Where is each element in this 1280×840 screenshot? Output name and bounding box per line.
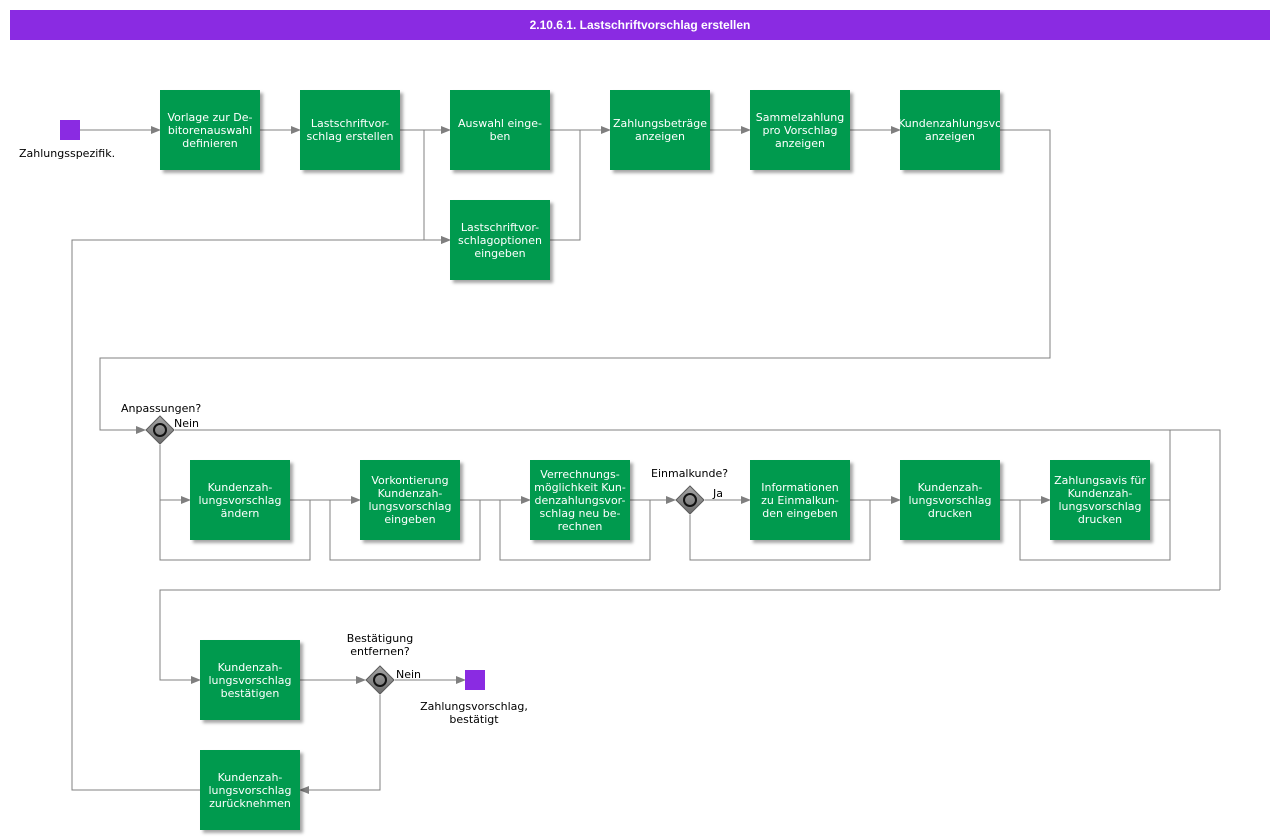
task-vorlage-definieren[interactable]: Vorlage zur De- bitorenauswahl definiere… <box>160 90 260 170</box>
conn-aendern-skip <box>329 500 481 561</box>
diagram-title-bar: 2.10.6.1. Lastschriftvorschlag erstellen <box>10 10 1270 40</box>
task-lastschriftvorschlag-erstellen[interactable]: Lastschriftvor- schlag erstellen <box>300 90 400 170</box>
task-kundenzahlungsvorschlag-bestaetigen[interactable]: Kundenzah- lungsvorschlag bestätigen <box>200 640 300 720</box>
gateway-circle-icon <box>683 493 697 507</box>
conn-row2-row3 <box>159 589 1220 684</box>
conn-optionen-merge <box>550 130 581 241</box>
start-event[interactable] <box>60 120 80 140</box>
start-event-label: Zahlungsspezifik. <box>19 147 116 160</box>
gateway-anpassungen-nein-label: Nein <box>174 417 200 430</box>
conn-vorkontierung-skip <box>499 500 651 561</box>
conn-anpassungen-ja <box>159 445 191 504</box>
conn-kunden-down <box>99 129 1051 434</box>
conn-anpassungen-skip <box>159 500 311 561</box>
gateway-bestaetigung[interactable] <box>365 665 395 695</box>
task-sammelzahlung-anzeigen[interactable]: Sammelzahlung pro Vorschlag anzeigen <box>750 90 850 170</box>
task-lastschriftvorschlagoptionen-eingeben[interactable]: Lastschriftvor- schlagoptionen eingeben <box>450 200 550 280</box>
task-zahlungsbetraege-anzeigen[interactable]: Zahlungsbeträge anzeigen <box>610 90 710 170</box>
task-einmalkunden-eingeben[interactable]: Informationen zu Einmalkun- den eingeben <box>750 460 850 540</box>
task-auswahl-eingeben[interactable]: Auswahl einge- ben <box>450 90 550 170</box>
task-verrechnung-neu-berechnen[interactable]: Verrechnungs- möglichkeit Kun- denzahlun… <box>530 460 630 540</box>
conn-gateway-zuruecknehmen <box>299 695 381 794</box>
gateway-circle-icon <box>153 423 167 437</box>
task-kundenzahlungsvorschlag-anzeigen[interactable]: Kundenzahlungsvo anzeigen <box>900 90 1000 170</box>
task-kundenzahlungsvorschlag-anzeigen-line1: Kundenzahlungsvo <box>900 117 1000 130</box>
gateway-einmalkunde[interactable] <box>675 485 705 515</box>
gateway-bestaetigung-nein-label: Nein <box>396 668 422 681</box>
conn-lserstellen-optionen <box>423 130 451 244</box>
gateway-anpassungen-question: Anpassungen? <box>121 402 202 415</box>
task-vorkontierung-eingeben[interactable]: Vorkontierung Kundenzah- lungsvorschlag … <box>360 460 460 540</box>
task-kundenzahlungsvorschlag-anzeigen-line2: anzeigen <box>924 130 976 143</box>
gateway-circle-icon <box>373 673 387 687</box>
end-event-label: Zahlungsvorschlag, bestätigt <box>420 700 528 726</box>
task-kundenzahlungsvorschlag-aendern[interactable]: Kundenzah- lungsvorschlag ändern <box>190 460 290 540</box>
diagram-title: 2.10.6.1. Lastschriftvorschlag erstellen <box>529 18 751 32</box>
gateway-anpassungen[interactable] <box>145 415 175 445</box>
gateway-einmalkunde-ja-label: Ja <box>713 487 723 500</box>
gateway-einmalkunde-question: Einmalkunde? <box>651 467 729 480</box>
conn-anpassungen-nein <box>175 429 1221 590</box>
conn-loop-back <box>71 236 451 791</box>
conn-drucken-skip <box>1019 430 1171 561</box>
task-zahlungsavis-drucken[interactable]: Zahlungsavis für Kundenzah- lungsvorschl… <box>1050 460 1150 540</box>
end-event[interactable] <box>465 670 485 690</box>
connector-lines <box>71 126 1221 794</box>
gateway-bestaetigung-question: Bestätigung entfernen? <box>346 632 414 658</box>
conn-einmal-nein <box>689 500 871 561</box>
task-kundenzahlungsvorschlag-zuruecknehmen[interactable]: Kundenzah- lungsvorschlag zurücknehmen <box>200 750 300 830</box>
task-kundenzahlungsvorschlag-drucken[interactable]: Kundenzah- lungsvorschlag drucken <box>900 460 1000 540</box>
